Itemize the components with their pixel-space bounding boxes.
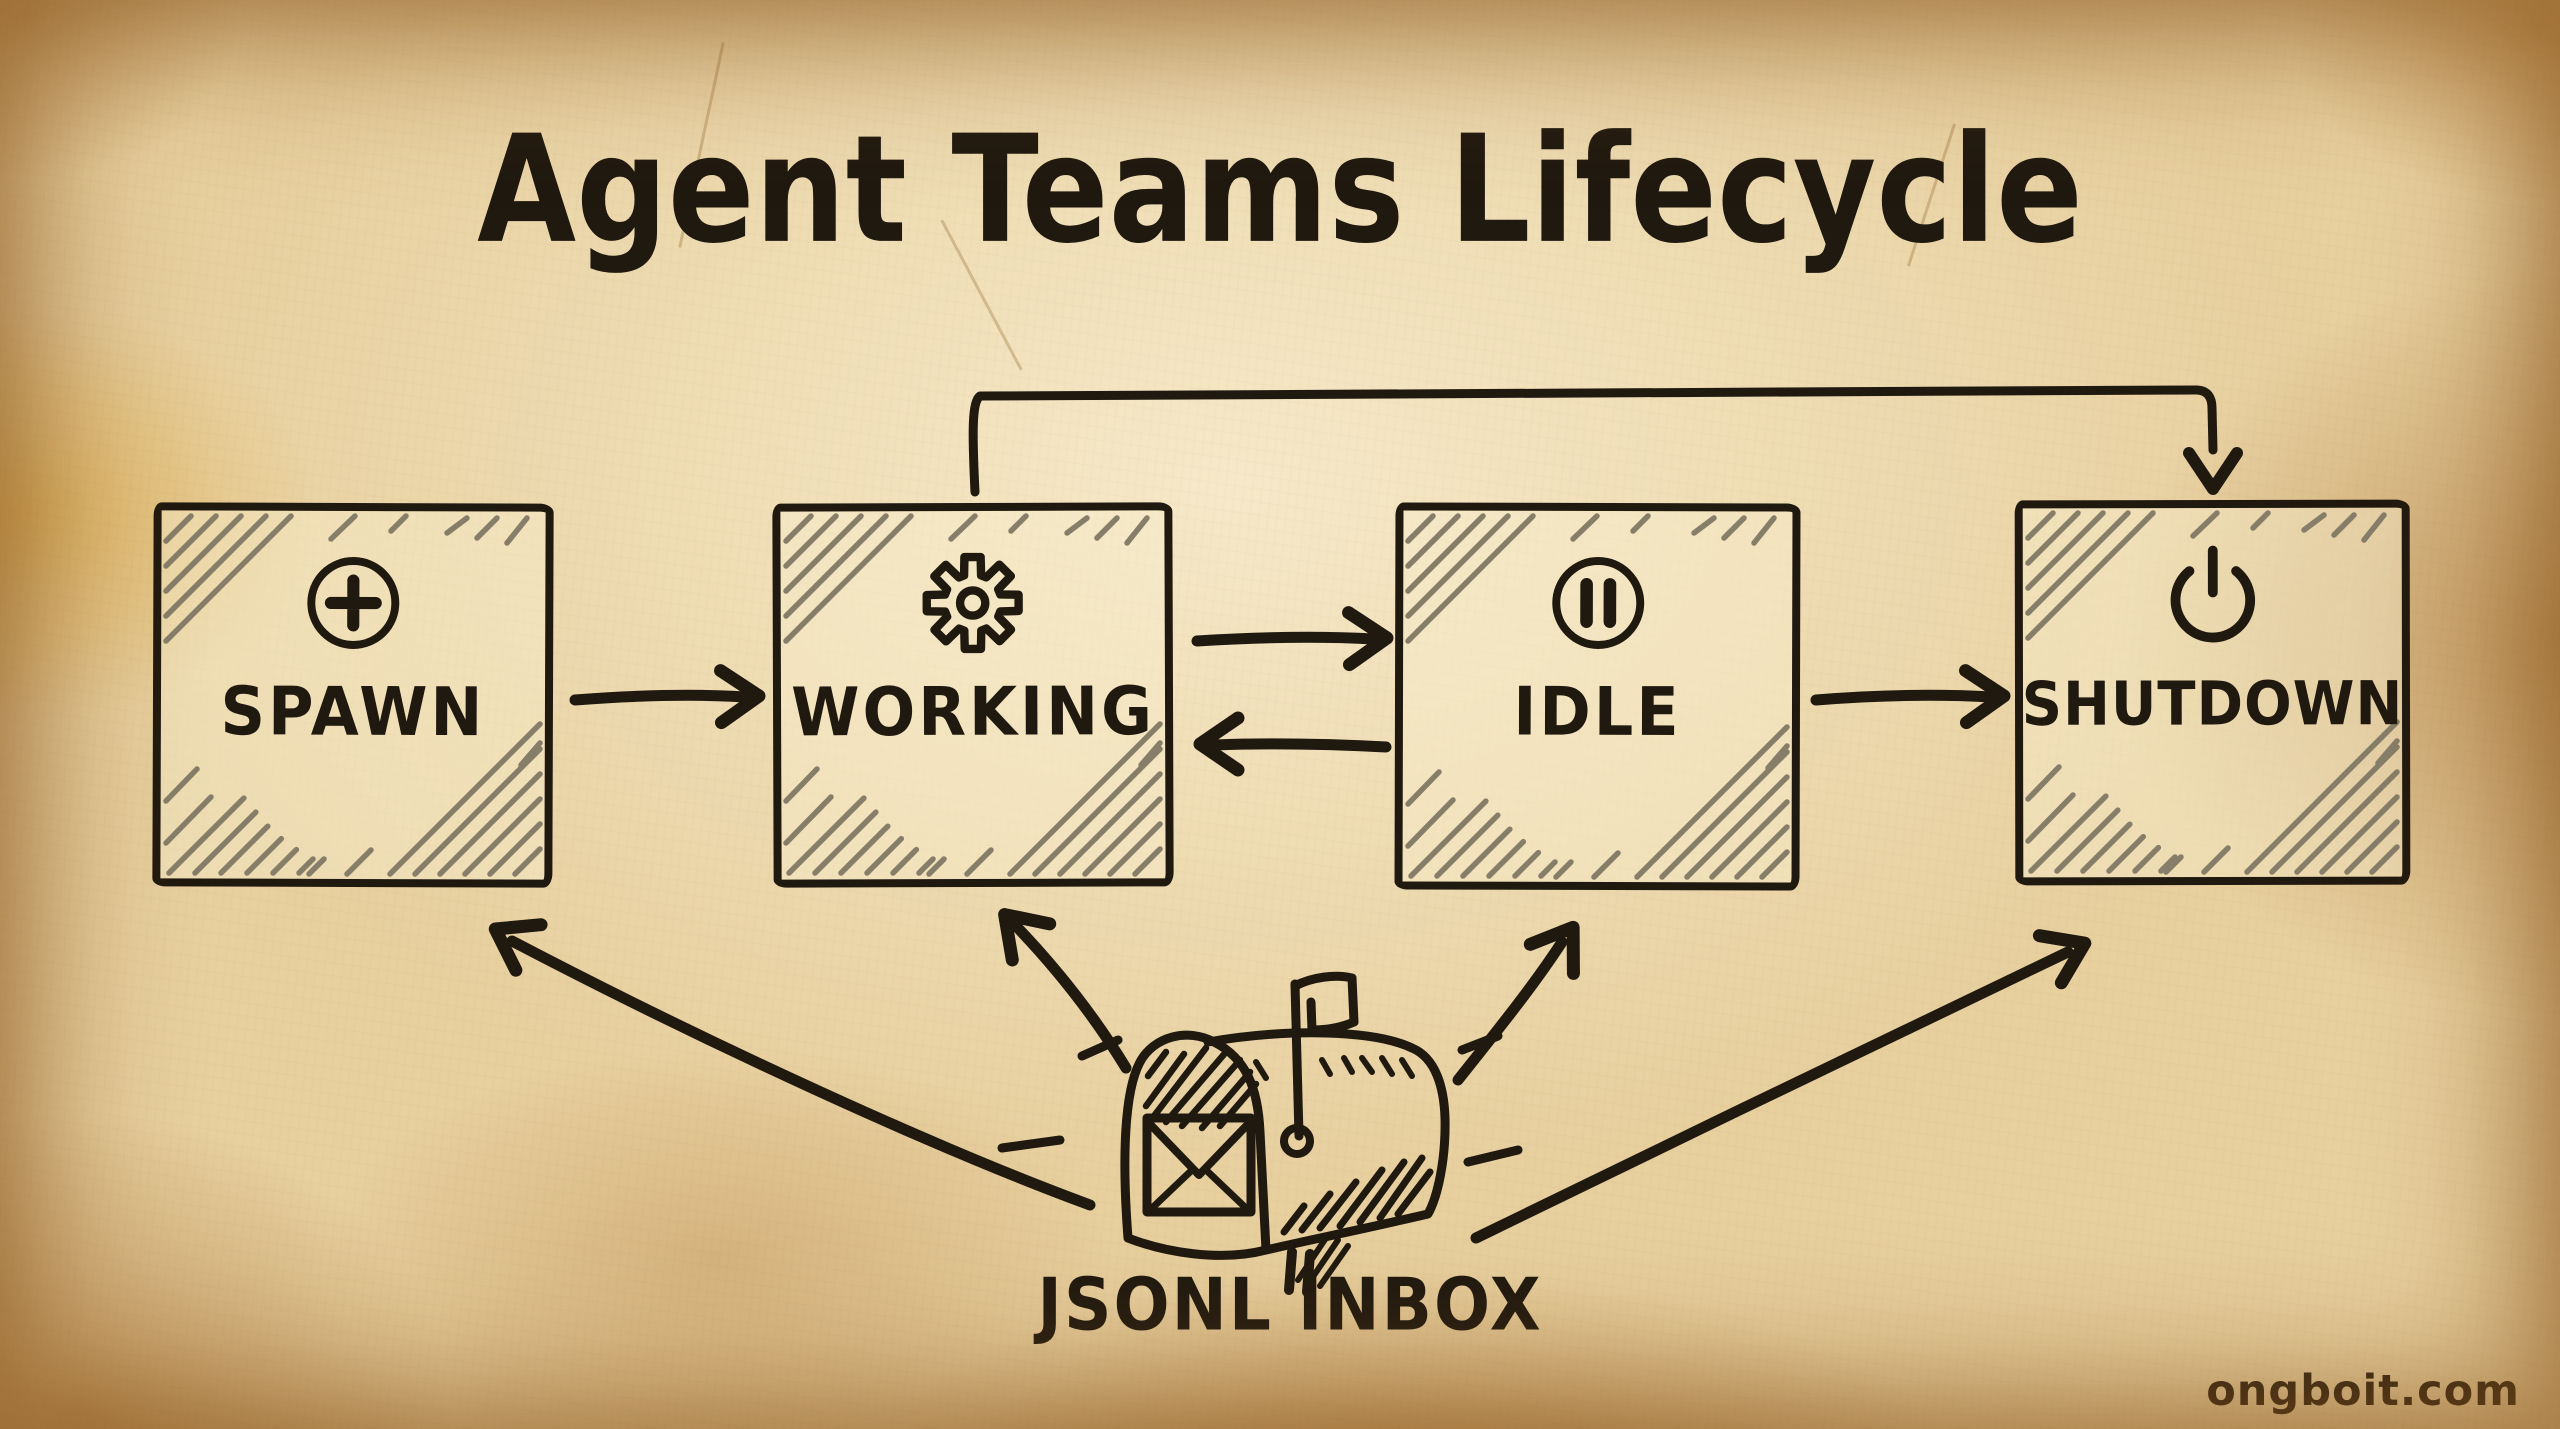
inbox-label: JSONL INBOX bbox=[1037, 1262, 1543, 1347]
arrow-idle-to-working bbox=[1193, 711, 1392, 777]
state-box-working: WORKING bbox=[772, 502, 1174, 888]
mailbox-top-ticks bbox=[1253, 1055, 1415, 1081]
state-box-idle: IDLE bbox=[1394, 502, 1801, 891]
arrow-spawn-to-working bbox=[569, 664, 766, 730]
arrow-working-to-shutdown-loop bbox=[968, 385, 2243, 497]
state-box-spawn: SPAWN bbox=[152, 502, 554, 888]
corner-hatching bbox=[163, 510, 2400, 880]
arrow-inbox-to-idle bbox=[1452, 920, 1580, 1086]
flag-pivot bbox=[1280, 1124, 1314, 1158]
plus-circle-icon bbox=[307, 557, 400, 649]
pause-circle-icon bbox=[1551, 557, 1644, 649]
mailbox-post-hatching bbox=[1295, 1235, 1351, 1289]
power-icon bbox=[2170, 545, 2255, 643]
mailbox-glow-dashes bbox=[997, 1031, 1523, 1167]
state-box-shutdown: SHUTDOWN bbox=[2014, 499, 2411, 886]
mailbox-body-hatching bbox=[1280, 1154, 1434, 1236]
arrow-inbox-to-shutdown bbox=[1470, 929, 2092, 1244]
mailbox-icon bbox=[997, 971, 1523, 1297]
arrow-inbox-to-working bbox=[998, 908, 1132, 1074]
mailbox-body bbox=[1203, 1028, 1450, 1255]
mailbox-door bbox=[1120, 1030, 1271, 1260]
page-title: Agent Teams Lifecycle bbox=[477, 104, 2083, 277]
arrow-working-to-idle bbox=[1191, 606, 1394, 672]
arrow-inbox-to-spawn bbox=[488, 918, 1096, 1211]
gear-icon bbox=[922, 552, 1023, 654]
arrow-idle-to-shutdown bbox=[1810, 664, 2011, 730]
envelope-icon bbox=[1142, 1113, 1256, 1217]
watermark: ongboit.com bbox=[2206, 1366, 2520, 1416]
